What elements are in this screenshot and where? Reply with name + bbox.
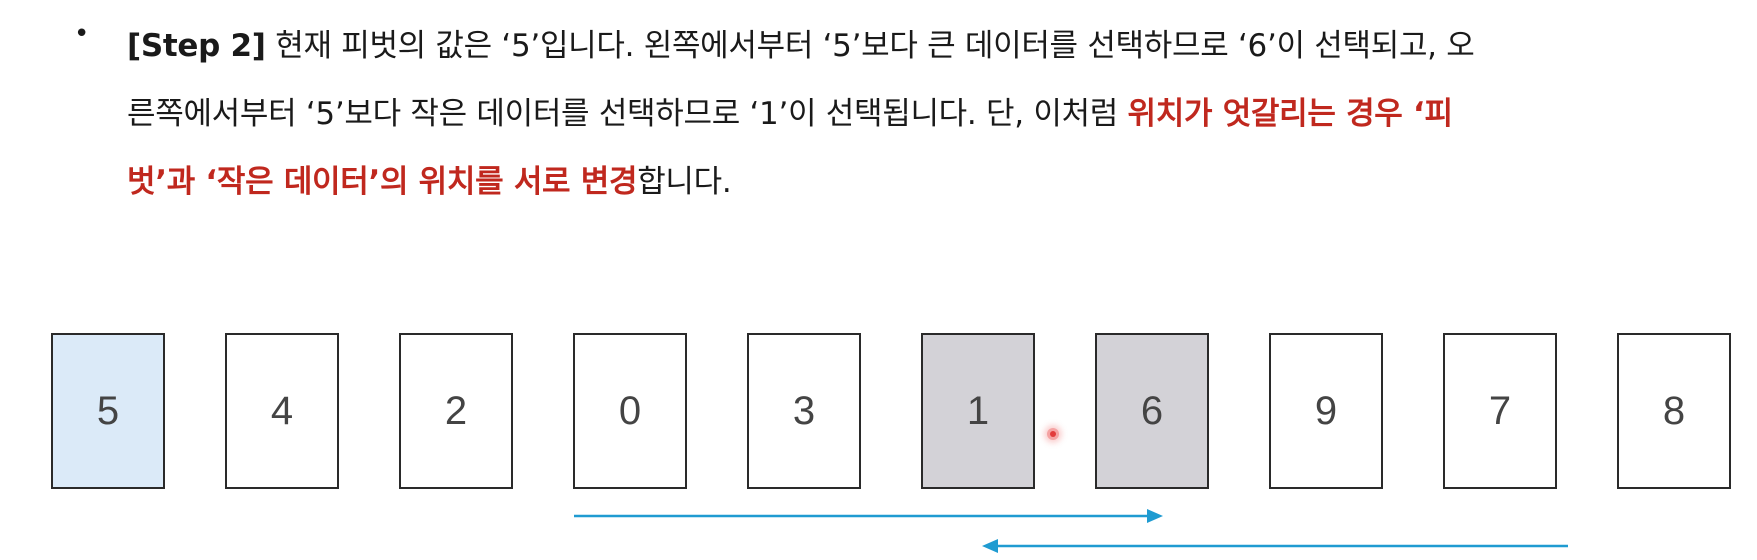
array-card-7: 9 — [1269, 333, 1383, 489]
array-card-8: 7 — [1443, 333, 1557, 489]
line1-text: 현재 피벗의 값은 ‘5’입니다. 왼쪽에서부터 ‘5’보다 큰 데이터를 선택… — [265, 28, 1475, 64]
arrow-head — [1147, 509, 1163, 523]
arrow-head — [982, 539, 998, 553]
array-card-0: 5 — [51, 333, 165, 489]
array-card-2: 2 — [399, 333, 513, 489]
array-card-4: 3 — [747, 333, 861, 489]
paragraph-line-1: [Step 2] 현재 피벗의 값은 ‘5’입니다. 왼쪽에서부터 ‘5’보다 … — [127, 12, 1719, 80]
array-card-1: 4 — [225, 333, 339, 489]
array-card-5: 1 — [921, 333, 1035, 489]
line2-text: 른쪽에서부터 ‘5’보다 작은 데이터를 선택하므로 ‘1’이 선택됩니다. 단… — [127, 96, 1128, 132]
bullet-point: • — [74, 19, 90, 49]
cursor-pointer-dot — [1047, 428, 1059, 440]
explanation-paragraph: [Step 2] 현재 피벗의 값은 ‘5’입니다. 왼쪽에서부터 ‘5’보다 … — [127, 12, 1719, 216]
array-card-3: 0 — [573, 333, 687, 489]
paragraph-line-3: 벗’과 ‘작은 데이터’의 위치를 서로 변경합니다. — [127, 148, 1719, 216]
step-label: [Step 2] — [127, 28, 266, 64]
scan-arrow-left — [982, 539, 1568, 553]
line3-text: 합니다. — [637, 164, 732, 200]
highlight-text-2: 벗’과 ‘작은 데이터’의 위치를 서로 변경 — [127, 164, 638, 200]
paragraph-line-2: 른쪽에서부터 ‘5’보다 작은 데이터를 선택하므로 ‘1’이 선택됩니다. 단… — [127, 80, 1719, 148]
scan-arrow-right — [574, 509, 1163, 523]
array-card-9: 8 — [1617, 333, 1731, 489]
highlight-text-1: 위치가 엇갈리는 경우 ‘피 — [1127, 96, 1453, 132]
array-card-6: 6 — [1095, 333, 1209, 489]
